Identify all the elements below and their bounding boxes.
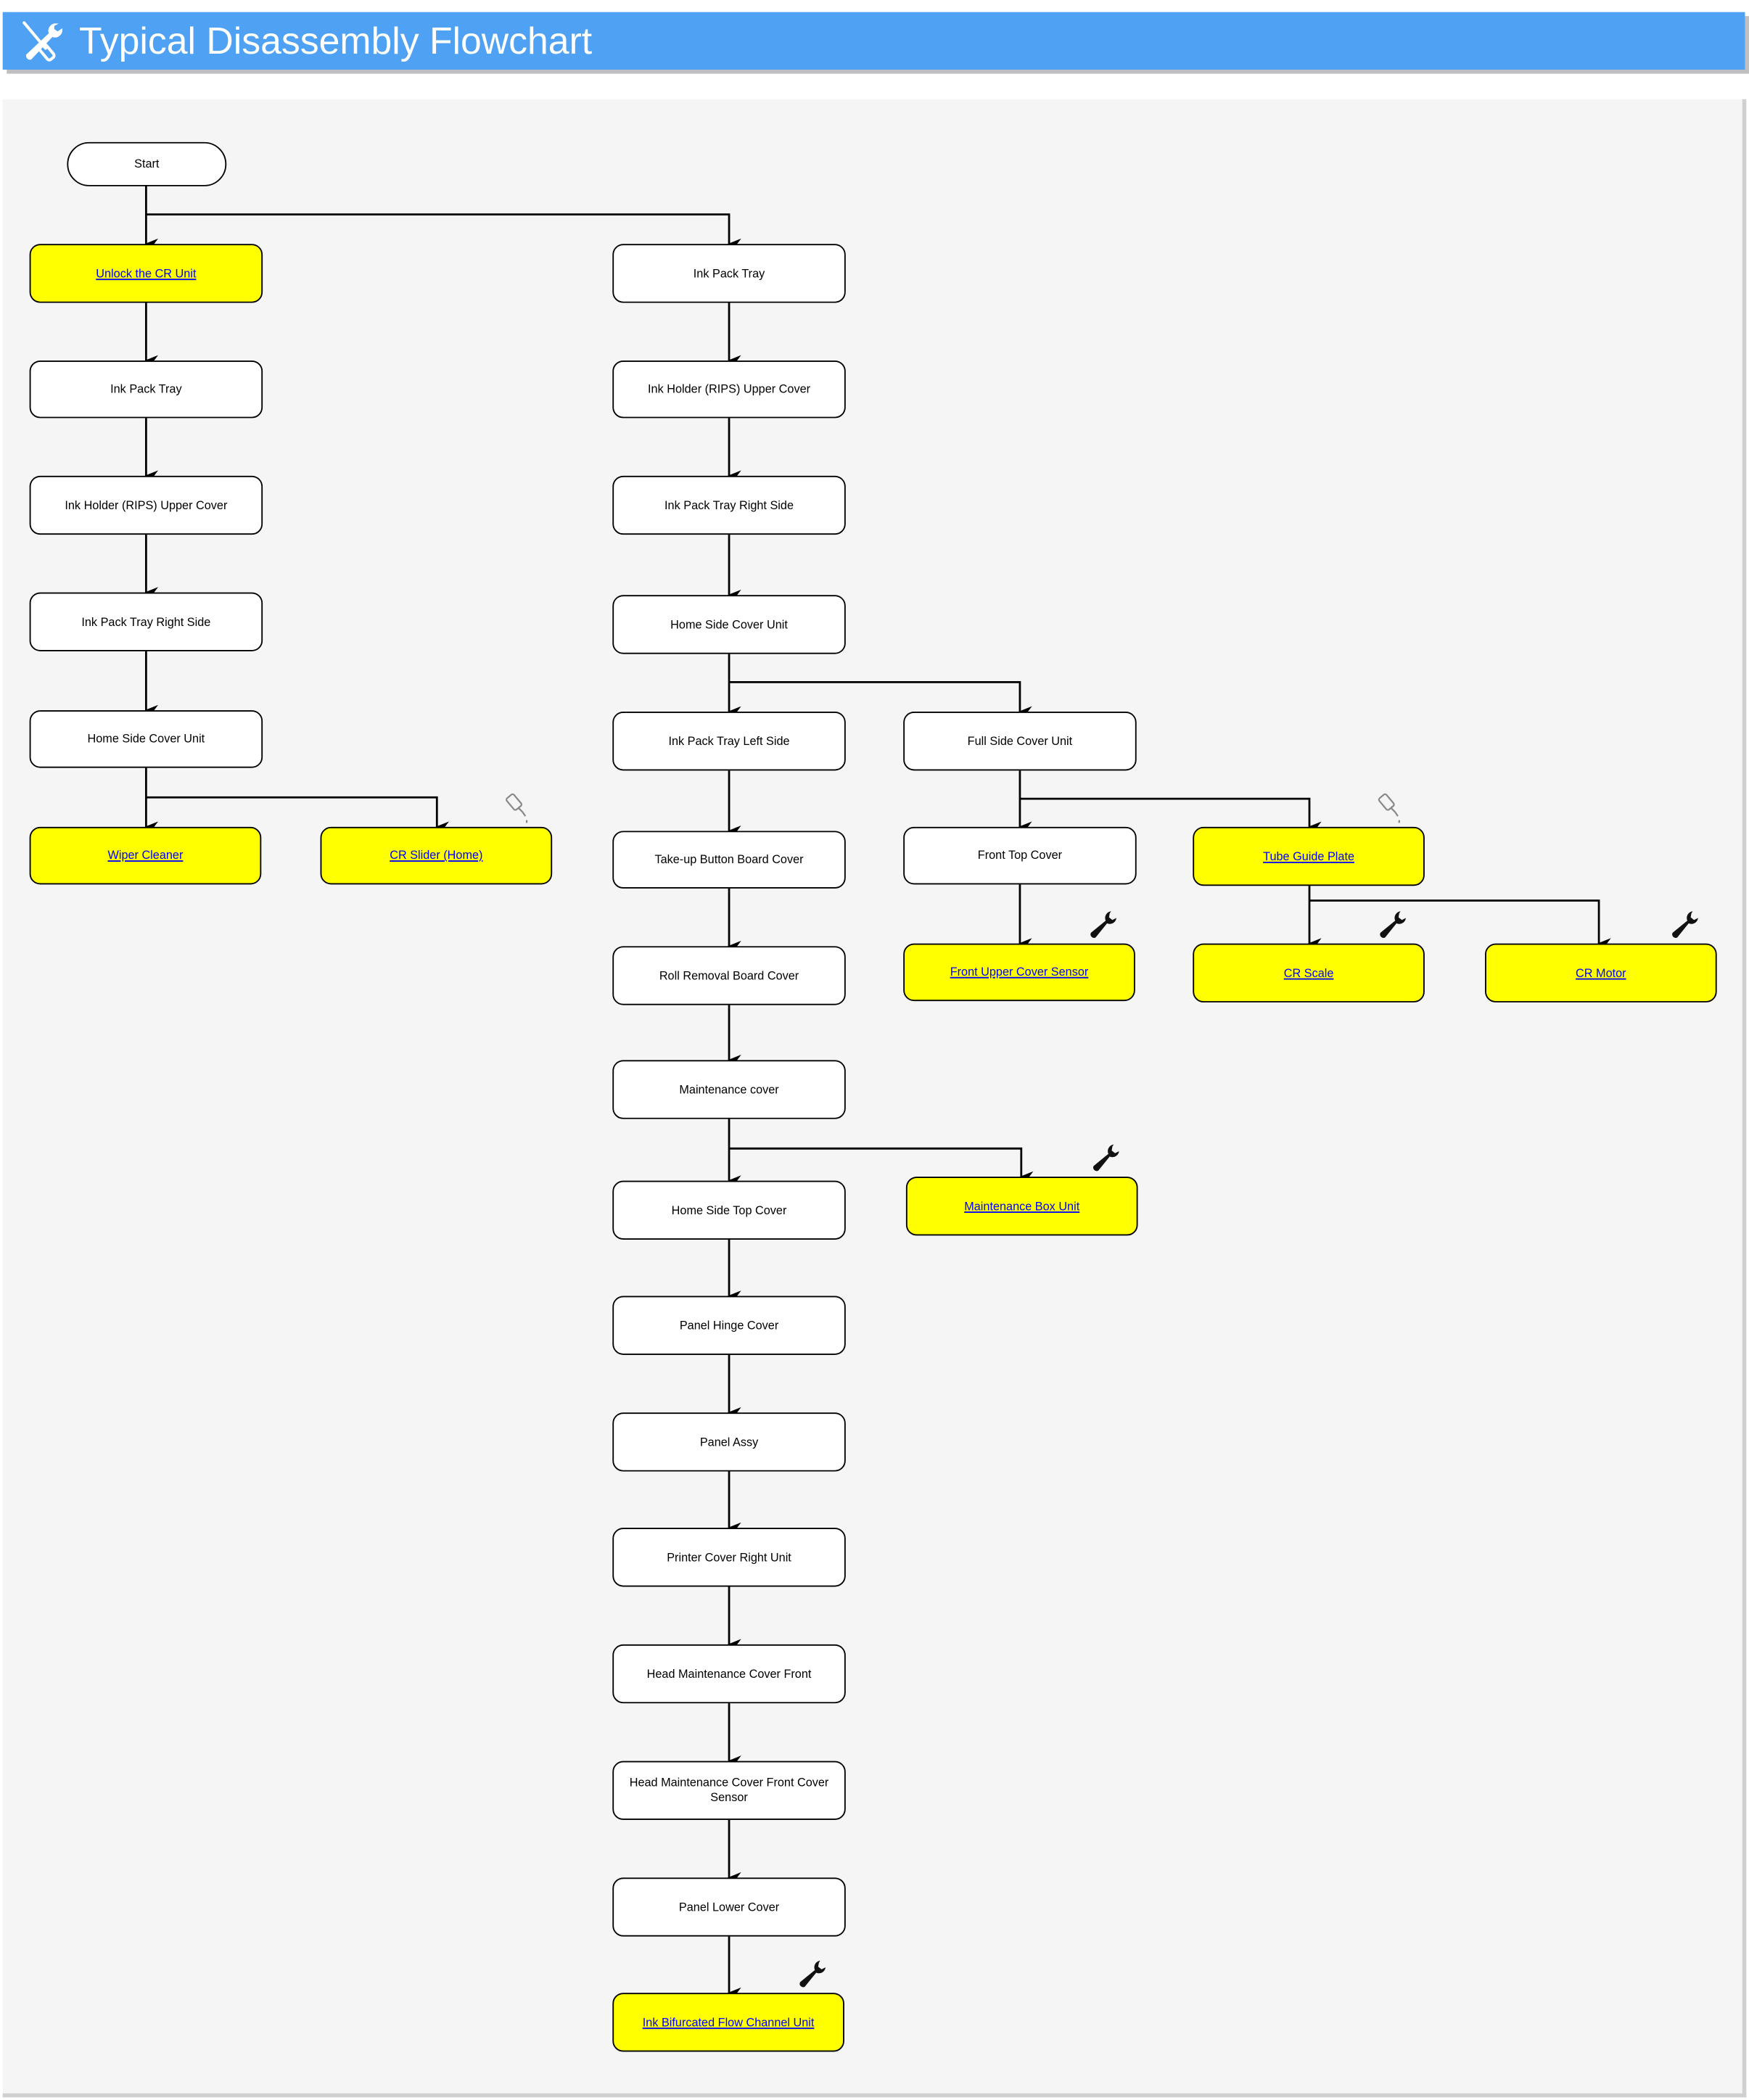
flow-node-home-side-cover-unit: Home Side Cover Unit: [29, 710, 263, 768]
node-label: Head Maintenance Cover Front: [646, 1666, 812, 1680]
node-label: Home Side Top Cover: [671, 1203, 787, 1216]
node-label: Panel Hinge Cover: [679, 1318, 779, 1332]
flow-node-start: Start: [67, 141, 227, 186]
flow-node-ink-holder-rips-upper-cover: Ink Holder (RIPS) Upper Cover: [29, 475, 263, 535]
flow-node-cr-scale[interactable]: CR Scale: [1193, 943, 1425, 1002]
node-link[interactable]: Wiper Cleaner: [107, 848, 184, 862]
flow-node-printer-cover-right-unit: Printer Cover Right Unit: [612, 1528, 846, 1587]
node-label: Home Side Cover Unit: [670, 617, 788, 631]
node-link[interactable]: Maintenance Box Unit: [964, 1198, 1080, 1213]
flow-node-head-maintenance-cover-front: Head Maintenance Cover Front: [612, 1644, 846, 1704]
flow-node-front-top-cover: Front Top Cover: [903, 826, 1137, 885]
flow-node-full-side-cover-unit: Full Side Cover Unit: [903, 712, 1137, 771]
wrench-icon: [1380, 911, 1407, 938]
wrench-icon: [1672, 911, 1698, 938]
flow-node-ink-bifurcated-flow-channel-unit[interactable]: Ink Bifurcated Flow Channel Unit: [612, 1993, 844, 2052]
node-label: Ink Pack Tray: [110, 382, 182, 396]
node-label: Ink Pack Tray Right Side: [81, 614, 211, 628]
flow-node-unlock-the-cr-unit[interactable]: Unlock the CR Unit: [29, 244, 263, 303]
flow-node-head-maintenance-cover-front-cover-sensor: Head Maintenance Cover Front Cover Senso…: [612, 1761, 846, 1820]
flow-node-cr-slider-home[interactable]: CR Slider (Home): [320, 826, 553, 885]
node-label: Ink Holder (RIPS) Upper Cover: [648, 382, 811, 396]
node-label: Start: [134, 157, 160, 170]
flow-node-ink-pack-tray: Ink Pack Tray: [612, 244, 846, 303]
header-bar: Typical Disassembly Flowchart: [2, 12, 1745, 70]
node-label: Roll Removal Board Cover: [659, 968, 799, 982]
node-label: Panel Lower Cover: [678, 1899, 780, 1914]
flow-node-wiper-cleaner[interactable]: Wiper Cleaner: [29, 826, 262, 885]
node-label: Panel Assy: [699, 1434, 759, 1449]
node-label: Ink Pack Tray Right Side: [664, 498, 794, 511]
node-link[interactable]: CR Scale: [1283, 965, 1334, 979]
flow-node-panel-hinge-cover: Panel Hinge Cover: [612, 1296, 846, 1355]
oil-bottle-icon: [1378, 793, 1400, 823]
wrench-icon: [799, 1960, 826, 1988]
page-title: Typical Disassembly Flowchart: [79, 20, 593, 62]
diagram-canvas: [2, 99, 1747, 2098]
flow-node-ink-pack-tray: Ink Pack Tray: [29, 360, 263, 419]
flow-node-roll-removal-board-cover: Roll Removal Board Cover: [612, 946, 846, 1005]
flow-node-panel-assy: Panel Assy: [612, 1412, 846, 1472]
flow-node-ink-pack-tray-right-side: Ink Pack Tray Right Side: [612, 475, 846, 535]
connector-arrow: [146, 213, 741, 250]
node-label: Head Maintenance Cover Front Cover Senso…: [629, 1775, 829, 1804]
connector-arrow: [729, 1147, 1034, 1182]
flow-node-maintenance-cover: Maintenance cover: [612, 1060, 846, 1119]
connector-arrow: [1309, 899, 1611, 950]
node-link[interactable]: Unlock the CR Unit: [96, 265, 197, 280]
node-link[interactable]: Tube Guide Plate: [1263, 849, 1355, 862]
tools-icon: [22, 21, 62, 62]
node-link[interactable]: CR Slider (Home): [390, 848, 483, 862]
node-label: Ink Holder (RIPS) Upper Cover: [65, 498, 228, 511]
flow-node-cr-motor[interactable]: CR Motor: [1485, 943, 1717, 1002]
node-label: Maintenance cover: [679, 1082, 779, 1096]
node-link[interactable]: Front Upper Cover Sensor: [950, 965, 1089, 979]
node-label: Take-up Button Board Cover: [654, 852, 804, 866]
flow-node-home-side-top-cover: Home Side Top Cover: [612, 1180, 846, 1240]
node-label: Full Side Cover Unit: [967, 733, 1073, 747]
flow-node-ink-pack-tray-left-side: Ink Pack Tray Left Side: [612, 712, 846, 771]
flow-node-home-side-cover-unit: Home Side Cover Unit: [612, 595, 846, 654]
oil-bottle-icon: [506, 793, 528, 823]
connector-arrow: [1019, 797, 1322, 833]
node-link[interactable]: Ink Bifurcated Flow Channel Unit: [642, 2014, 815, 2029]
flow-node-maintenance-box-unit[interactable]: Maintenance Box Unit: [905, 1177, 1138, 1236]
flow-node-ink-holder-rips-upper-cover: Ink Holder (RIPS) Upper Cover: [612, 360, 846, 419]
flow-node-tube-guide-plate[interactable]: Tube Guide Plate: [1193, 826, 1425, 886]
connector-arrow: [729, 680, 1032, 717]
flow-node-front-upper-cover-sensor[interactable]: Front Upper Cover Sensor: [903, 943, 1135, 1002]
flow-node-ink-pack-tray-right-side: Ink Pack Tray Right Side: [29, 592, 263, 651]
node-label: Home Side Cover Unit: [87, 731, 205, 746]
node-label: Printer Cover Right Unit: [667, 1549, 791, 1564]
node-label: Ink Pack Tray: [693, 265, 765, 280]
flow-node-panel-lower-cover: Panel Lower Cover: [612, 1877, 846, 1937]
node-link[interactable]: CR Motor: [1576, 965, 1626, 979]
node-label: Ink Pack Tray Left Side: [668, 733, 790, 747]
wrench-icon: [1090, 911, 1116, 938]
flow-node-take-up-button-board-cover: Take-up Button Board Cover: [612, 831, 846, 889]
connector-arrow: [146, 796, 449, 833]
node-label: Front Top Cover: [977, 848, 1063, 862]
wrench-icon: [1093, 1144, 1119, 1172]
